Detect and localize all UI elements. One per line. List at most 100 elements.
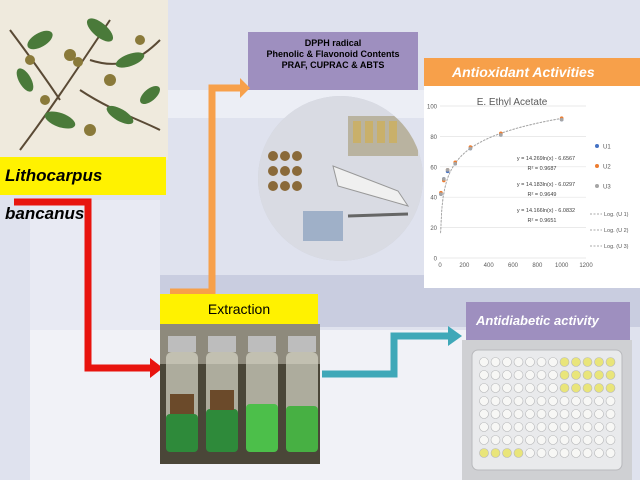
legend-label: U1 [603, 145, 611, 151]
lab-assay-photo [258, 96, 423, 261]
plate-well [490, 422, 501, 432]
r-squared: R² = 0.9651 [528, 218, 557, 224]
assay-line-2: Phenolic & Flavonoid Contents [266, 49, 400, 59]
plate-well [548, 357, 558, 367]
legend-marker [595, 184, 599, 188]
plate-well [502, 357, 512, 367]
plate-well [513, 409, 524, 419]
plate-well [605, 422, 616, 432]
plate-well [559, 396, 570, 406]
y-tick-label: 60 [430, 165, 437, 171]
plate-well [536, 370, 547, 380]
plate-well [536, 396, 547, 406]
plate-well [525, 422, 535, 432]
plate-well [571, 409, 581, 419]
plate-well [525, 448, 535, 458]
plate-well [559, 409, 570, 419]
x-tick-label: 200 [459, 263, 470, 269]
plate-well [490, 435, 501, 445]
plate-well [582, 448, 593, 458]
chart-title: E. Ethyl Acetate [477, 97, 548, 108]
plate-well [525, 383, 535, 393]
plate-well [548, 448, 558, 458]
x-tick-label: 0 [438, 263, 442, 269]
legend-trend-label: Log. (U 3) [604, 244, 629, 250]
plate-well [536, 409, 547, 419]
y-tick-label: 100 [427, 105, 438, 111]
plate-well [479, 435, 489, 445]
plate-well [571, 422, 581, 432]
plate-well [594, 409, 604, 419]
plate-well [605, 396, 616, 406]
plate-well [548, 396, 558, 406]
legend-trend-label: Log. (U 1) [604, 212, 629, 218]
plate-well [513, 357, 524, 367]
r-squared: R² = 0.9649 [528, 192, 557, 198]
plate-well [525, 435, 535, 445]
plate-well [490, 370, 501, 380]
plate-well [502, 409, 512, 419]
plate-well [502, 448, 512, 458]
extraction-label-text: Extraction [207, 301, 271, 317]
red-arrow [14, 198, 163, 378]
plate-well [513, 396, 524, 406]
plant-name-text: Lithocarpus bancanus [5, 166, 103, 223]
plate-well [571, 370, 581, 380]
y-tick-label: 40 [430, 196, 437, 202]
y-tick-label: 20 [430, 226, 437, 232]
plate-well [605, 357, 616, 367]
plate-well [559, 422, 570, 432]
x-tick-label: 1000 [555, 263, 569, 269]
plate-well [582, 409, 593, 419]
plate-well [594, 383, 604, 393]
plate-well [548, 409, 558, 419]
plate-well [490, 448, 501, 458]
microplate-photo [462, 340, 632, 480]
data-point [442, 177, 446, 181]
plate-well [513, 422, 524, 432]
plate-well [525, 409, 535, 419]
plate-well [513, 383, 524, 393]
plate-well [594, 435, 604, 445]
trend-equation: y = 14.269ln(x) - 6.6567 [517, 156, 575, 162]
antidiabetic-label: Antidiabetic activity [466, 302, 630, 340]
plate-well [594, 396, 604, 406]
plate-well [605, 370, 616, 380]
y-tick-label: 80 [430, 135, 437, 141]
assay-line-1: DPPH radical [304, 38, 362, 48]
data-point [453, 161, 458, 166]
plate-well [525, 396, 535, 406]
plate-well [536, 435, 547, 445]
antioxidant-title-text: Antioxidant Activities [452, 64, 595, 80]
legend-label: U3 [603, 185, 611, 191]
y-tick-label: 0 [434, 257, 438, 263]
data-point [439, 192, 443, 196]
plate-well [571, 357, 581, 367]
plate-well [479, 383, 489, 393]
data-point [468, 146, 473, 151]
legend-marker [595, 144, 599, 148]
plate-well [571, 448, 581, 458]
assays-label: DPPH radical Phenolic & Flavonoid Conten… [248, 32, 418, 90]
plate-well [479, 409, 489, 419]
plate-well [582, 357, 593, 367]
plate-well [559, 435, 570, 445]
plate-well [559, 357, 570, 367]
plate-well [479, 357, 489, 367]
x-tick-label: 400 [484, 263, 495, 269]
legend-trend-label: Log. (U 2) [604, 228, 629, 234]
assay-line-3: PRAF, CUPRAC & ABTS [281, 60, 385, 70]
plate-well [582, 370, 593, 380]
plate-well [605, 409, 616, 419]
plate-well [559, 448, 570, 458]
plate-well [548, 370, 558, 380]
plate-well [605, 383, 616, 393]
plant-specimen-photo [0, 0, 168, 160]
data-point [499, 133, 503, 137]
plate-well [582, 422, 593, 432]
plate-well [548, 422, 558, 432]
plate-well [536, 357, 547, 367]
plate-well [479, 422, 489, 432]
plate-well [525, 357, 535, 367]
